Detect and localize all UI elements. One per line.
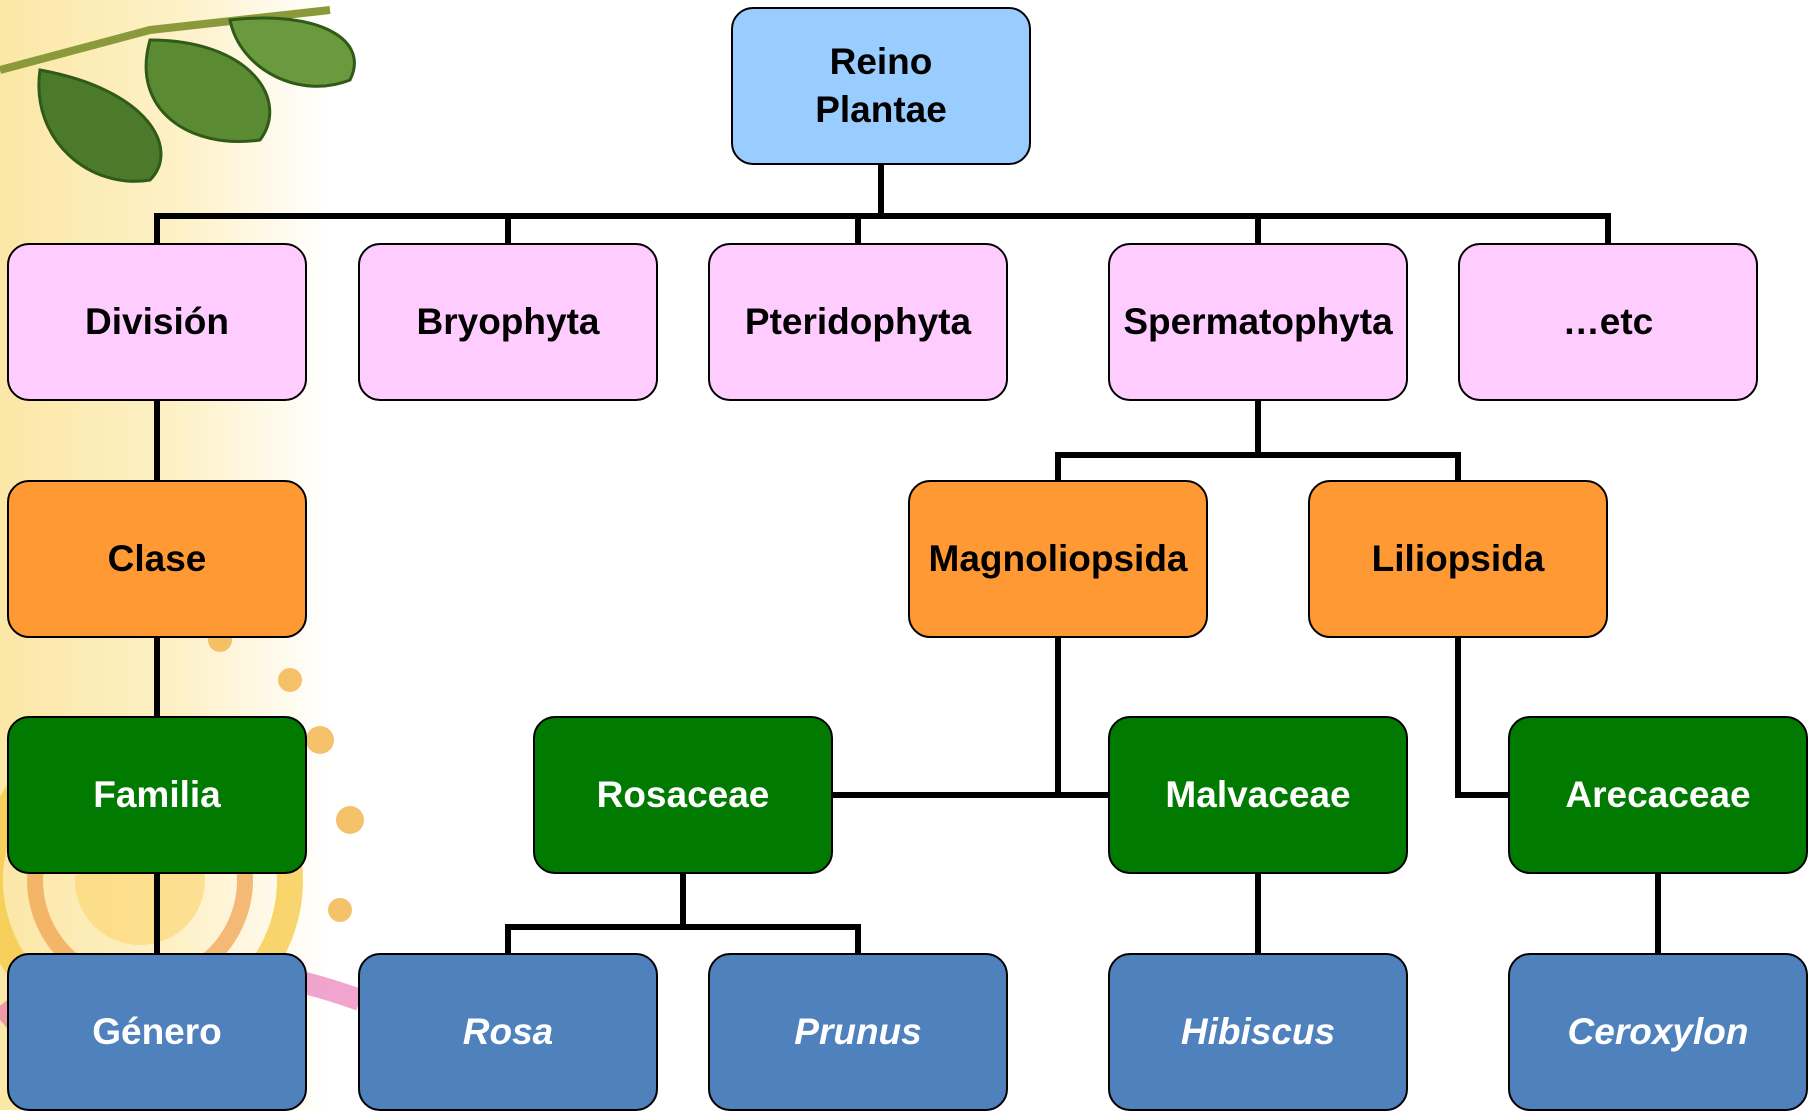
node-familia-label: Familia [7, 716, 307, 874]
node-liliopsida: Liliopsida [1308, 480, 1608, 638]
node-etc: …etc [1458, 243, 1758, 401]
node-division-label: División [7, 243, 307, 401]
node-reino-plantae: Reino Plantae [731, 7, 1031, 165]
node-bryophyta: Bryophyta [358, 243, 658, 401]
node-rosaceae: Rosaceae [533, 716, 833, 874]
node-malvaceae: Malvaceae [1108, 716, 1408, 874]
node-arecaceae: Arecaceae [1508, 716, 1808, 874]
node-spermatophyta: Spermatophyta [1108, 243, 1408, 401]
node-pteridophyta: Pteridophyta [708, 243, 1008, 401]
node-genero-label: Género [7, 953, 307, 1111]
node-magnoliopsida: Magnoliopsida [908, 480, 1208, 638]
node-clase-label: Clase [7, 480, 307, 638]
node-ceroxylon: Ceroxylon [1508, 953, 1808, 1111]
node-rosa: Rosa [358, 953, 658, 1111]
node-hibiscus: Hibiscus [1108, 953, 1408, 1111]
node-prunus: Prunus [708, 953, 1008, 1111]
